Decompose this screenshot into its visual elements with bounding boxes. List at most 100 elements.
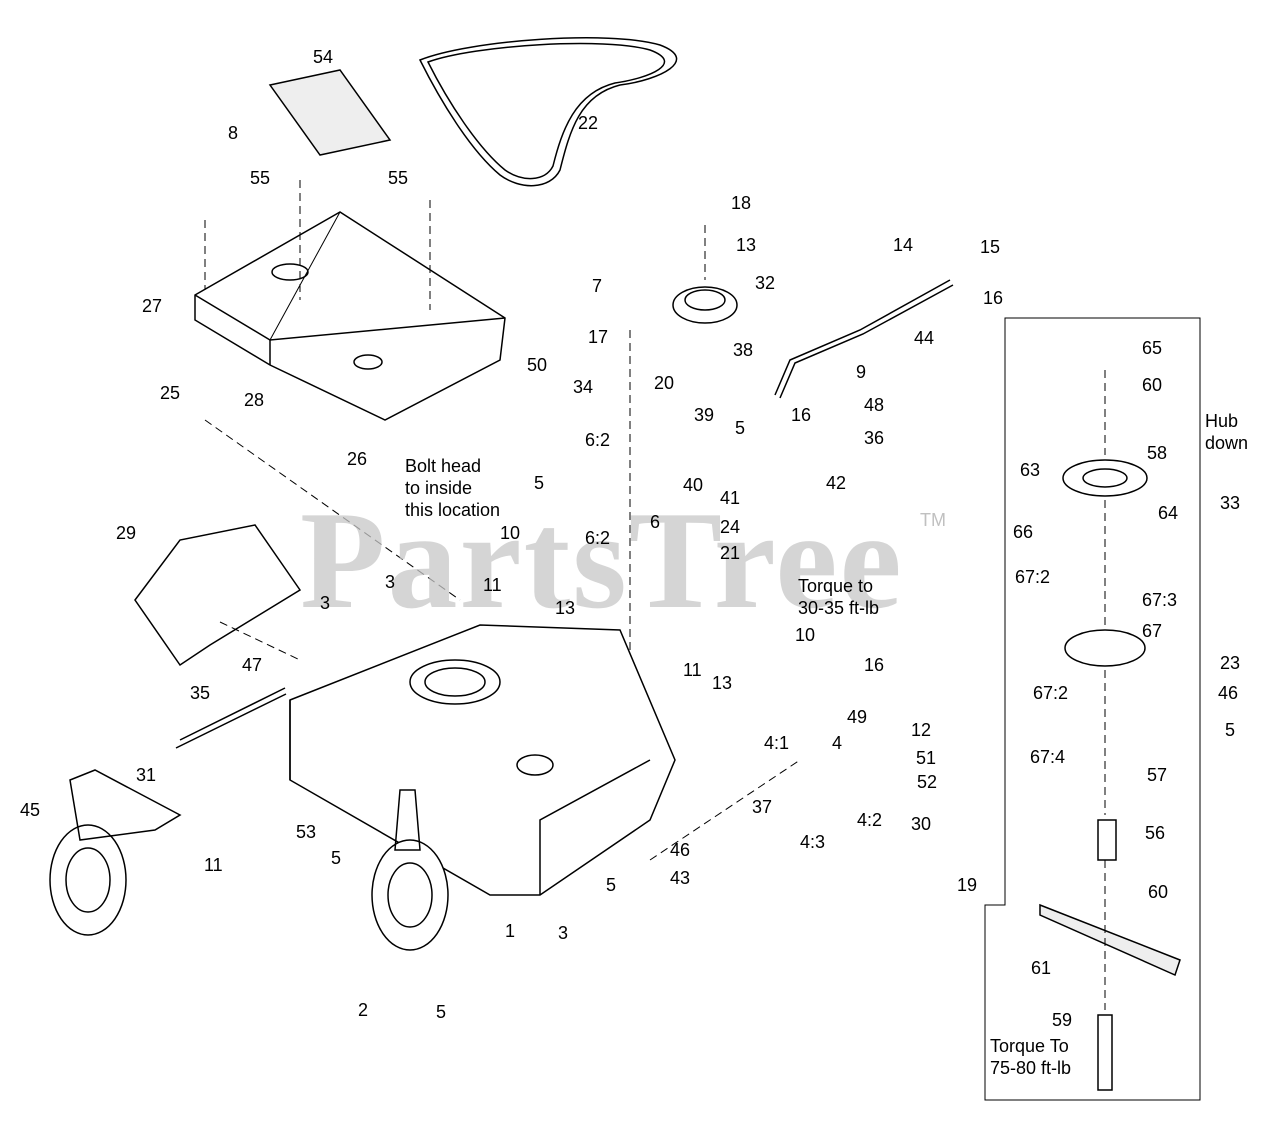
deck-cover bbox=[194, 211, 506, 421]
part-label-11: 11 bbox=[683, 660, 702, 680]
note-bolt-head: Bolt head to inside this location bbox=[405, 455, 500, 521]
part-label-6-2: 6:2 bbox=[585, 528, 611, 548]
part-label-16: 16 bbox=[864, 655, 885, 675]
part-label-52: 52 bbox=[917, 772, 938, 792]
part-label-5: 5 bbox=[1225, 720, 1236, 740]
part-label-46: 46 bbox=[670, 840, 691, 860]
part-label-56: 56 bbox=[1145, 823, 1166, 843]
note-line: 30-35 ft-lb bbox=[798, 598, 880, 618]
part-label-67-2: 67:2 bbox=[1033, 683, 1069, 703]
part-label-60: 60 bbox=[1148, 882, 1169, 902]
part-label-18: 18 bbox=[731, 193, 752, 213]
part-label-60: 60 bbox=[1142, 375, 1163, 395]
part-label-36: 36 bbox=[864, 428, 885, 448]
caster-wheel-right bbox=[371, 839, 449, 951]
part-label-24: 24 bbox=[720, 517, 741, 537]
part-label-12: 12 bbox=[911, 720, 932, 740]
note-line: Hub bbox=[1205, 411, 1239, 431]
part-label-40: 40 bbox=[683, 475, 704, 495]
idler-pulley bbox=[672, 286, 738, 324]
part-label-4: 4 bbox=[832, 733, 843, 753]
part-label-29: 29 bbox=[116, 523, 137, 543]
part-label-55: 55 bbox=[250, 168, 271, 188]
note-line: 75-80 ft-lb bbox=[990, 1058, 1072, 1078]
part-label-17: 17 bbox=[588, 327, 609, 347]
part-label-23: 23 bbox=[1220, 653, 1241, 673]
part-label-10: 10 bbox=[795, 625, 816, 645]
part-label-39: 39 bbox=[694, 405, 715, 425]
part-label-1: 1 bbox=[505, 921, 516, 941]
part-label-25: 25 bbox=[160, 383, 181, 403]
part-label-3: 3 bbox=[320, 593, 331, 613]
part-label-57: 57 bbox=[1147, 765, 1168, 785]
note-line: Torque to bbox=[798, 576, 874, 596]
part-label-5: 5 bbox=[735, 418, 746, 438]
part-label-15: 15 bbox=[980, 237, 1001, 257]
part-label-66: 66 bbox=[1013, 522, 1034, 542]
part-label-61: 61 bbox=[1031, 958, 1052, 978]
part-label-46: 46 bbox=[1218, 683, 1239, 703]
part-label-13: 13 bbox=[712, 673, 733, 693]
part-label-65: 65 bbox=[1142, 338, 1163, 358]
part-label-6-2: 6:2 bbox=[585, 430, 611, 450]
caster-wheel-left bbox=[49, 824, 127, 936]
part-label-41: 41 bbox=[720, 488, 741, 508]
control-arm bbox=[774, 279, 951, 396]
part-label-27: 27 bbox=[142, 296, 163, 316]
part-label-10: 10 bbox=[500, 523, 521, 543]
part-label-48: 48 bbox=[864, 395, 885, 415]
part-label-13: 13 bbox=[555, 598, 576, 618]
part-label-44: 44 bbox=[914, 328, 935, 348]
part-label-21: 21 bbox=[720, 543, 741, 563]
mower-blade bbox=[1039, 903, 1181, 977]
note-hub-down: Hub down bbox=[1205, 410, 1248, 454]
part-label-45: 45 bbox=[20, 800, 41, 820]
part-label-35: 35 bbox=[190, 683, 211, 703]
note-torque-75-80: Torque To 75-80 ft-lb bbox=[990, 1035, 1071, 1079]
part-label-47: 47 bbox=[242, 655, 263, 675]
part-label-31: 31 bbox=[136, 765, 157, 785]
metro-decal bbox=[268, 69, 392, 156]
part-label-4-3: 4:3 bbox=[800, 832, 826, 852]
part-label-11: 11 bbox=[483, 575, 502, 595]
part-label-58: 58 bbox=[1147, 443, 1168, 463]
part-label-43: 43 bbox=[670, 868, 691, 888]
part-label-55: 55 bbox=[388, 168, 409, 188]
part-label-16: 16 bbox=[791, 405, 812, 425]
part-label-34: 34 bbox=[573, 377, 594, 397]
part-label-11: 11 bbox=[204, 855, 223, 875]
part-label-5: 5 bbox=[534, 473, 545, 493]
mower-deck bbox=[289, 624, 676, 896]
part-label-22: 22 bbox=[578, 113, 599, 133]
part-label-13: 13 bbox=[736, 235, 757, 255]
part-label-63: 63 bbox=[1020, 460, 1041, 480]
part-label-16: 16 bbox=[983, 288, 1004, 308]
part-label-64: 64 bbox=[1158, 503, 1179, 523]
note-line: this location bbox=[405, 500, 501, 520]
part-label-67-3: 67:3 bbox=[1142, 590, 1178, 610]
part-label-5: 5 bbox=[436, 1002, 447, 1022]
spindle-assembly-frame bbox=[984, 317, 1201, 1101]
part-label-26: 26 bbox=[347, 449, 368, 469]
spindle-pulley bbox=[1062, 459, 1148, 497]
part-label-67-4: 67:4 bbox=[1030, 747, 1066, 767]
part-label-51: 51 bbox=[916, 748, 937, 768]
note-line: to inside bbox=[405, 478, 473, 498]
part-label-28: 28 bbox=[244, 390, 265, 410]
part-label-42: 42 bbox=[826, 473, 847, 493]
note-line: Bolt head bbox=[405, 456, 482, 476]
part-label-20: 20 bbox=[654, 373, 675, 393]
adjustment-rod bbox=[179, 687, 286, 741]
part-label-32: 32 bbox=[755, 273, 776, 293]
part-label-14: 14 bbox=[893, 235, 914, 255]
part-label-59: 59 bbox=[1052, 1010, 1073, 1030]
part-label-3: 3 bbox=[558, 923, 569, 943]
part-label-4-2: 4:2 bbox=[857, 810, 883, 830]
part-label-7: 7 bbox=[592, 276, 603, 296]
part-label-49: 49 bbox=[847, 707, 868, 727]
part-label-50: 50 bbox=[527, 355, 548, 375]
part-label-6: 6 bbox=[650, 512, 661, 532]
discharge-chute bbox=[134, 524, 302, 667]
watermark: PartsTree bbox=[300, 483, 904, 638]
